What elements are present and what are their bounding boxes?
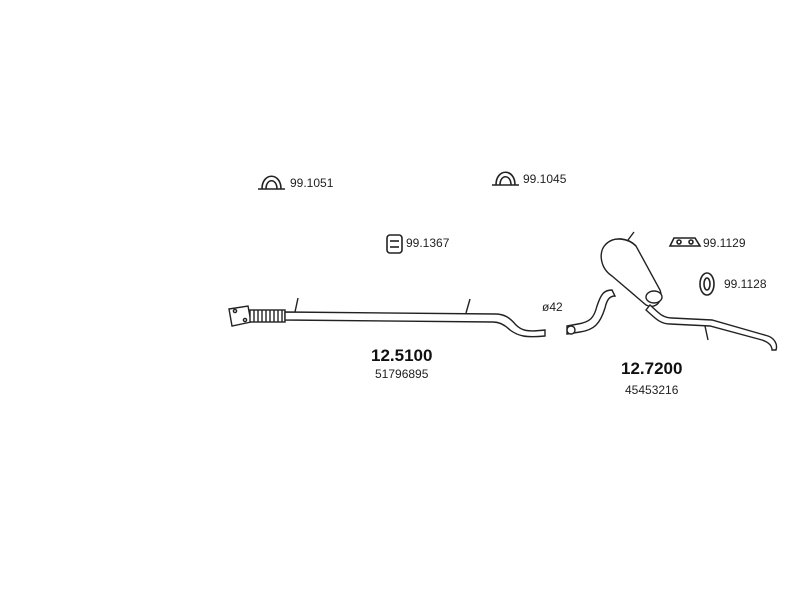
clamp-icon bbox=[492, 171, 519, 186]
rubber-mount-icon bbox=[386, 234, 403, 254]
rubber-ring-code: 99.1128 bbox=[724, 277, 767, 291]
front-pipe-part-number: 12.5100 bbox=[371, 346, 433, 365]
rubber-ring-icon bbox=[699, 272, 715, 296]
clamp-2-code: 99.1045 bbox=[523, 172, 567, 186]
rubber-mount-code: 99.1367 bbox=[406, 236, 450, 250]
clamp-1-code: 99.1051 bbox=[290, 176, 334, 190]
front-pipe-oem-number: 51796895 bbox=[375, 367, 429, 381]
diameter-label: ø42 bbox=[542, 300, 563, 314]
front-pipe bbox=[228, 297, 546, 338]
rear-silencer-oem-number: 45453216 bbox=[625, 383, 679, 397]
hanger-bracket-icon bbox=[668, 237, 702, 247]
hanger-bracket-code: 99.1129 bbox=[703, 236, 746, 250]
rear-silencer-part-number: 12.7200 bbox=[621, 359, 683, 378]
rear-silencer bbox=[566, 231, 778, 351]
clamp-icon bbox=[258, 175, 285, 190]
